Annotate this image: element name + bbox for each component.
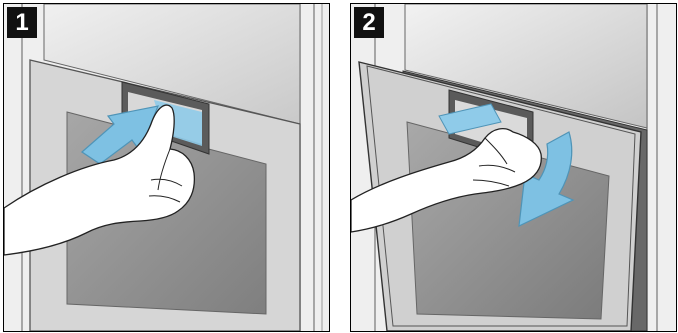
step-2-illustration <box>351 4 676 331</box>
step-number-badge: 1 <box>7 7 37 38</box>
step-panel-2: 2 <box>350 3 677 332</box>
step-number-badge: 2 <box>354 7 384 38</box>
step-1-illustration <box>4 4 329 331</box>
step-panel-1: 1 <box>3 3 330 332</box>
